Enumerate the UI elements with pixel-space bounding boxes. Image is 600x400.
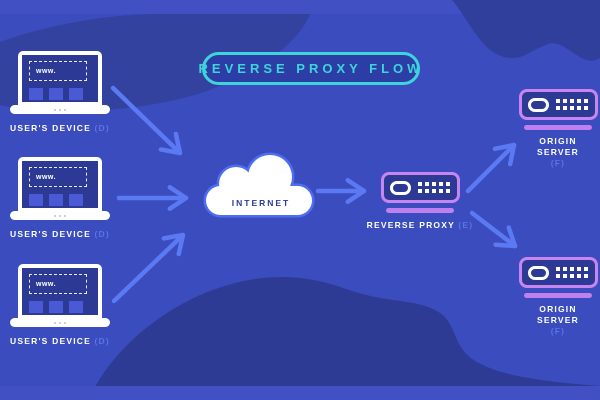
origin-annotation: (F) bbox=[550, 326, 566, 336]
user-device-2: www. USER'S DEVICE (D) bbox=[8, 157, 112, 239]
base-dot bbox=[54, 321, 56, 324]
background-blob-top-right bbox=[452, 0, 600, 61]
app-tile bbox=[29, 301, 43, 313]
origin-server-2: ORIGIN SERVER (F) bbox=[488, 257, 600, 337]
base-dot bbox=[64, 321, 66, 324]
arrow-proxy-to-origin1 bbox=[465, 142, 517, 194]
laptop-base bbox=[10, 318, 110, 327]
diagram-title: REVERSE PROXY FLOW bbox=[199, 52, 420, 85]
user-device-1: www. USER'S DEVICE (D) bbox=[8, 51, 112, 133]
app-tiles bbox=[29, 194, 83, 206]
www-label: www. bbox=[36, 280, 57, 288]
base-dot bbox=[59, 321, 61, 324]
origin-server-label: ORIGIN SERVER (F) bbox=[536, 136, 579, 168]
base-dot bbox=[64, 108, 66, 111]
www-label: www. bbox=[36, 67, 57, 75]
reverse-proxy: REVERSE PROXY (E) bbox=[350, 172, 490, 231]
base-dot bbox=[54, 108, 56, 111]
device-label: USER'S DEVICE (D) bbox=[10, 123, 110, 133]
background-wave-bottom bbox=[88, 277, 600, 400]
app-tile bbox=[69, 88, 83, 100]
laptop-base bbox=[10, 211, 110, 220]
server-drive-slot-icon bbox=[527, 97, 549, 112]
server-base-bar bbox=[386, 208, 454, 213]
laptop-icon: www. bbox=[18, 157, 102, 212]
server-vent-dots-icon bbox=[417, 182, 450, 193]
proxy-annotation: (E) bbox=[458, 220, 474, 230]
device-annotation: (D) bbox=[94, 123, 110, 133]
server-vent-dots-icon bbox=[555, 99, 588, 110]
laptop-screen: www. bbox=[22, 55, 98, 102]
device-label: USER'S DEVICE (D) bbox=[10, 229, 110, 239]
app-tiles bbox=[29, 88, 83, 100]
laptop-screen: www. bbox=[22, 268, 98, 315]
arrow-proxy-to-origin2 bbox=[469, 210, 518, 249]
base-dot bbox=[59, 214, 61, 217]
browser-address-box: www. bbox=[29, 167, 87, 187]
app-tiles bbox=[29, 301, 83, 313]
browser-address-box: www. bbox=[29, 274, 87, 294]
laptop-icon: www. bbox=[18, 264, 102, 319]
server-base-bar bbox=[524, 293, 592, 298]
server-icon bbox=[380, 172, 460, 203]
server-icon bbox=[518, 89, 598, 120]
top-strip bbox=[0, 0, 600, 14]
app-tile bbox=[29, 88, 43, 100]
app-tile bbox=[49, 301, 63, 313]
www-label: www. bbox=[36, 173, 57, 181]
server-vent-dots-icon bbox=[555, 267, 588, 278]
app-tile bbox=[69, 301, 83, 313]
device-annotation: (D) bbox=[94, 229, 110, 239]
laptop-base bbox=[10, 105, 110, 114]
device-label: USER'S DEVICE (D) bbox=[10, 336, 110, 346]
server-base-bar bbox=[524, 125, 592, 130]
server-drive-slot-icon bbox=[527, 265, 549, 280]
origin-server-label: ORIGIN SERVER (F) bbox=[536, 304, 579, 336]
bottom-strip bbox=[0, 386, 600, 400]
app-tile bbox=[49, 88, 63, 100]
internet-label: INTERNET bbox=[232, 198, 291, 208]
base-dot bbox=[54, 214, 56, 217]
arrow-device3-to-internet bbox=[111, 232, 186, 304]
app-tile bbox=[29, 194, 43, 206]
base-dot bbox=[59, 108, 61, 111]
browser-address-box: www. bbox=[29, 61, 87, 81]
internet-cloud: INTERNET bbox=[202, 150, 318, 220]
server-drive-slot-icon bbox=[389, 180, 411, 195]
reverse-proxy-label: REVERSE PROXY (E) bbox=[366, 220, 474, 230]
user-device-3: www. USER'S DEVICE (D) bbox=[8, 264, 112, 346]
origin-server-1: ORIGIN SERVER (F) bbox=[488, 89, 600, 169]
base-dot bbox=[64, 214, 66, 217]
laptop-icon: www. bbox=[18, 51, 102, 106]
server-icon bbox=[518, 257, 598, 288]
app-tile bbox=[49, 194, 63, 206]
arrow-device1-to-internet bbox=[110, 85, 183, 156]
origin-annotation: (F) bbox=[550, 158, 566, 168]
diagram-title-text: REVERSE PROXY FLOW bbox=[198, 61, 424, 76]
app-tile bbox=[69, 194, 83, 206]
device-annotation: (D) bbox=[94, 336, 110, 346]
laptop-screen: www. bbox=[22, 161, 98, 208]
cloud-icon: INTERNET bbox=[203, 152, 315, 218]
